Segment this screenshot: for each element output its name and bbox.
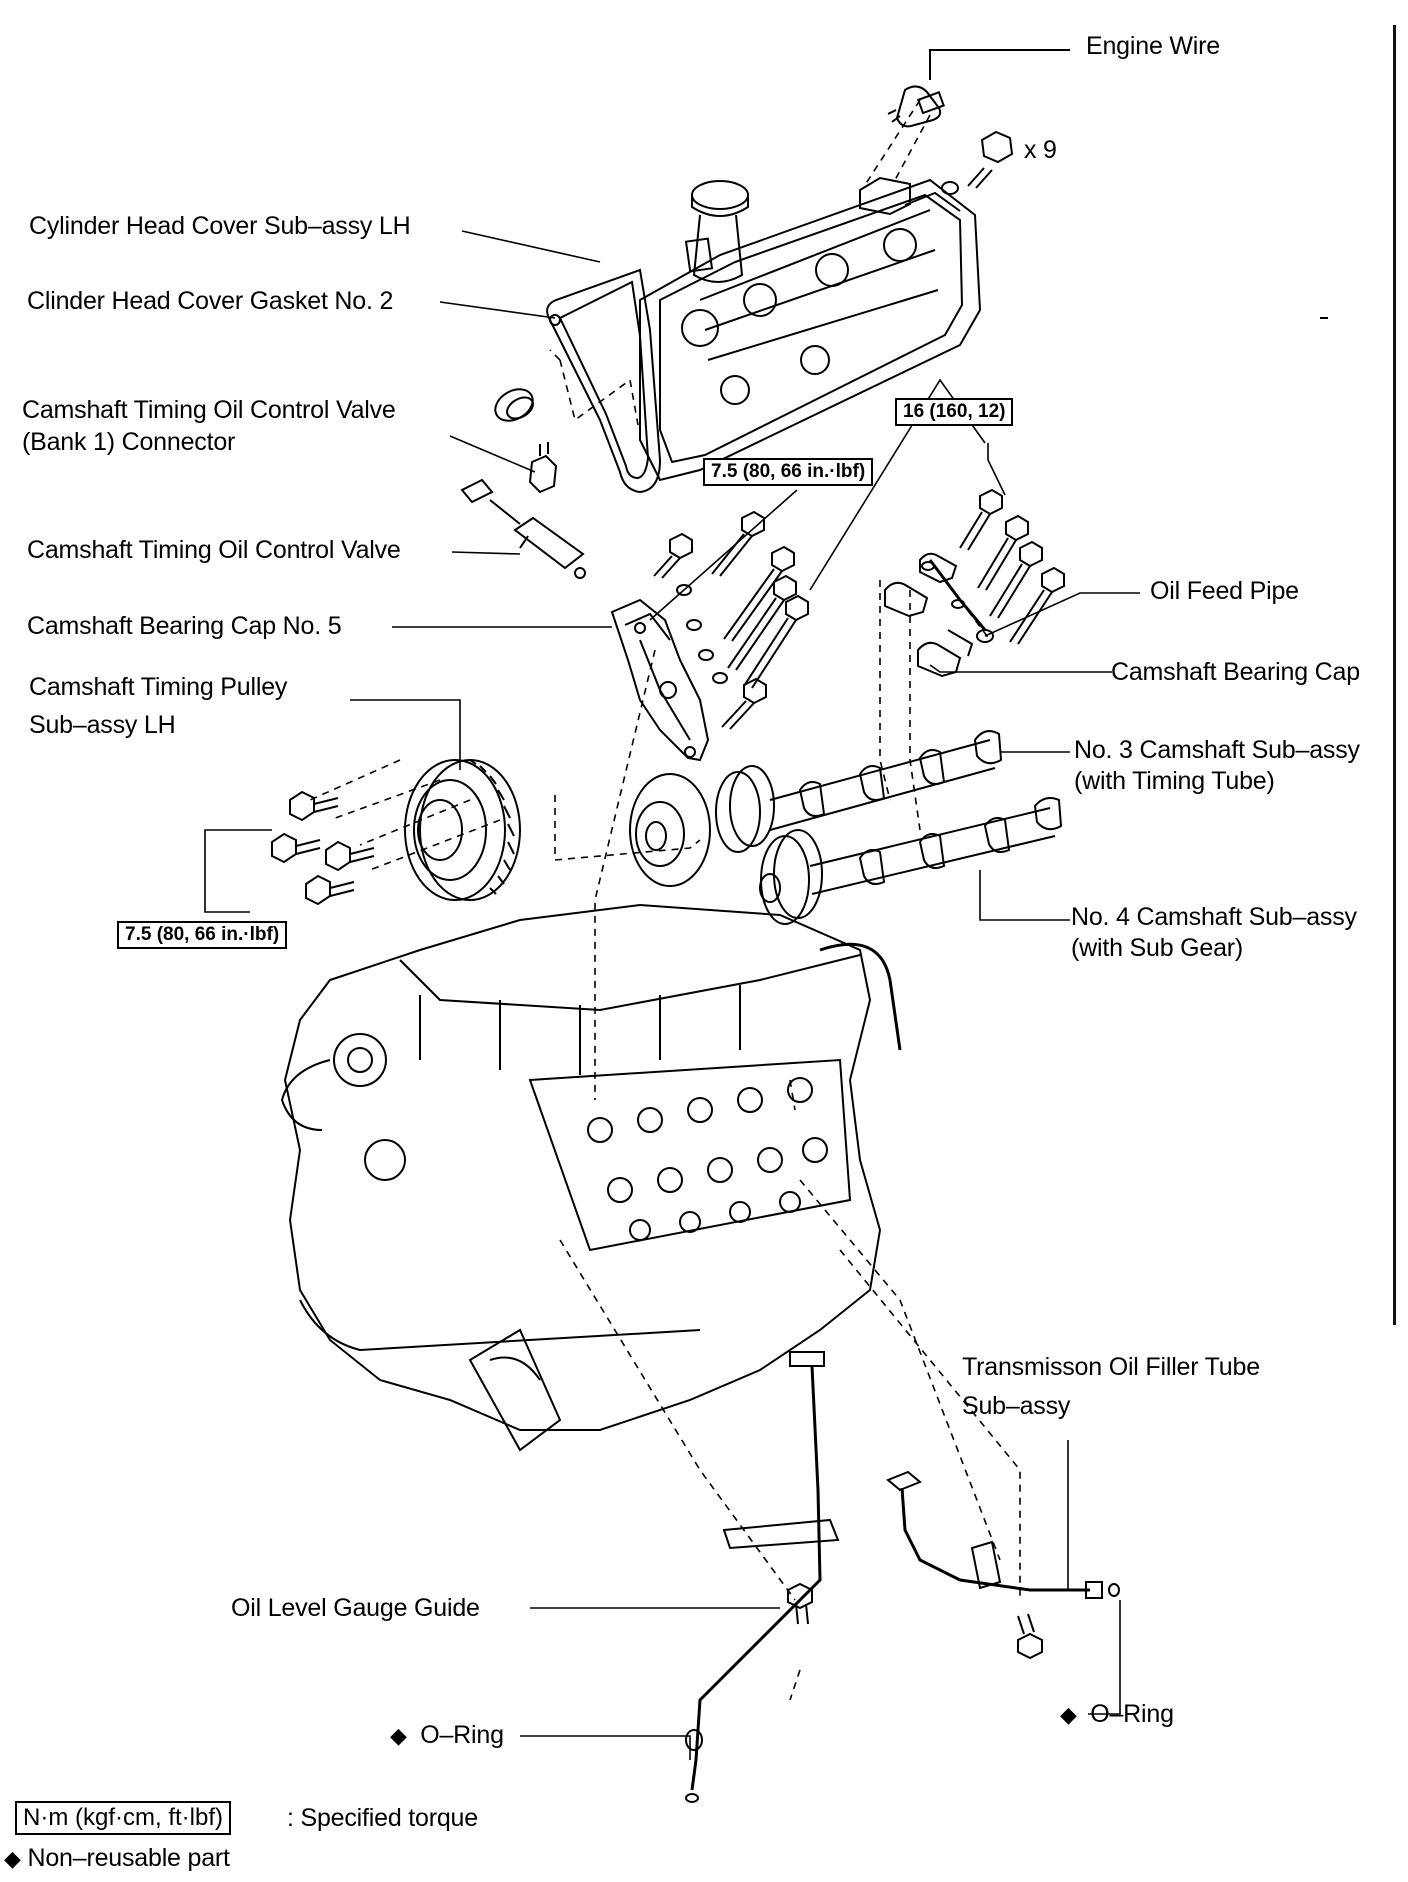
camshaft-cap-bolts — [959, 488, 1065, 645]
label-oring-right: ◆ O–Ring — [1060, 1699, 1174, 1730]
oil-seal — [494, 388, 534, 422]
oil-gauge-guide-part — [685, 1351, 840, 1803]
legend-torque-box: N·m (kgf·cm, ft·lbf) — [15, 1801, 231, 1835]
no4-camshaft-part — [759, 797, 1063, 925]
engine-assembly — [280, 903, 902, 1452]
label-ocv: Camshaft Timing Oil Control Valve — [27, 536, 401, 564]
label-no4-camshaft-line2: (with Sub Gear) — [1071, 934, 1244, 962]
label-oil-gauge-guide: Oil Level Gauge Guide — [231, 1594, 480, 1622]
label-oring-left: ◆ O–Ring — [390, 1720, 504, 1751]
label-trans-filler-tube-line2: Sub–assy — [962, 1392, 1071, 1420]
right-margin-rule — [1393, 25, 1396, 1325]
label-ocv-connector-line1: Camshaft Timing Oil Control Valve — [22, 396, 396, 424]
label-oil-feed-pipe: Oil Feed Pipe — [1150, 577, 1299, 605]
label-no4-camshaft-line1: No. 4 Camshaft Sub–assy — [1071, 903, 1357, 931]
torque-spec-pulley-bolts: 7.5 (80, 66 in.·lbf) — [117, 921, 288, 949]
label-trans-filler-tube-line1: Transmisson Oil Filler Tube — [962, 1353, 1260, 1381]
label-leader-lines — [204, 230, 1140, 1760]
legend-nonreusable-text: Non–reusable part — [27, 1844, 230, 1872]
assembly-dash-lines — [309, 99, 1021, 1701]
oring-right-text: O–Ring — [1090, 1700, 1174, 1728]
cover-bolt-part — [941, 130, 1014, 195]
head-cover-gasket — [546, 268, 662, 494]
label-ocv-connector-line2: (Bank 1) Connector — [22, 428, 236, 456]
nonreusable-diamond-icon: ◆ — [390, 1723, 407, 1748]
legend-nonreusable: ◆ Non–reusable part — [4, 1843, 230, 1874]
label-timing-pulley-line1: Camshaft Timing Pulley — [29, 673, 288, 701]
oil-feed-pipe-part — [928, 559, 994, 643]
label-head-cover-gasket: Clinder Head Cover Gasket No. 2 — [27, 287, 394, 315]
oring-left-text: O–Ring — [420, 1721, 504, 1749]
legend-torque-text: : Specified torque — [287, 1804, 478, 1832]
engine-wire-part — [887, 49, 1070, 128]
label-bolt-quantity: x 9 — [1024, 136, 1057, 164]
no3-camshaft-part — [629, 730, 1003, 887]
label-engine-wire: Engine Wire — [1086, 32, 1220, 60]
cylinder-head-cover — [639, 176, 982, 482]
torque-spec-cap-bolts: 16 (160, 12) — [895, 398, 1014, 426]
label-timing-pulley-line2: Sub–assy LH — [29, 711, 176, 739]
ocv-connector-part — [528, 442, 558, 494]
camshaft-bearing-caps — [884, 552, 974, 678]
ocv-part — [460, 478, 586, 579]
nonreusable-diamond-icon: ◆ — [1060, 1702, 1077, 1727]
bearing-cap-no5-bolts — [653, 510, 809, 730]
label-no3-camshaft-line1: No. 3 Camshaft Sub–assy — [1074, 736, 1360, 764]
label-cylinder-head-cover: Cylinder Head Cover Sub–assy LH — [29, 212, 411, 240]
torque-spec-bearing-cap-no5: 7.5 (80, 66 in.·lbf) — [703, 458, 874, 486]
trans-filler-tube-part — [886, 1470, 1120, 1660]
timing-pulley-part — [404, 759, 521, 901]
label-bearing-cap: Camshaft Bearing Cap — [1111, 658, 1360, 686]
label-bearing-cap-no5: Camshaft Bearing Cap No. 5 — [27, 612, 342, 640]
pulley-bolts — [271, 790, 375, 906]
bearing-cap-no5 — [610, 598, 710, 762]
nonreusable-diamond-icon: ◆ — [4, 1846, 21, 1871]
label-no3-camshaft-line2: (with Timing Tube) — [1074, 767, 1275, 795]
